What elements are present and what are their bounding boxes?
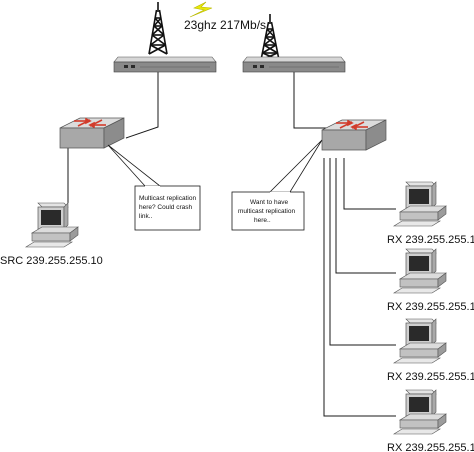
src-label: SRC 239.255.255.10 — [0, 255, 103, 267]
connection-lines — [67, 71, 396, 417]
desktop-computer-icon — [393, 389, 447, 435]
callout-left-line-2: here? Could crash — [139, 204, 192, 211]
link-switch-right-to-rx-1 — [343, 158, 396, 210]
callout-right-line-1: Want to have — [250, 199, 288, 206]
radio-tower-icon — [148, 2, 168, 55]
link-label: 23ghz 217Mb/s — [184, 18, 266, 32]
link-radio-left-to-switch-left — [125, 71, 159, 139]
callout-left-line-1: Multicast replication — [139, 195, 196, 202]
rx-label-1: RX 239.255.255.10 — [387, 234, 474, 246]
lightning-icon — [189, 1, 213, 18]
desktop-computer-icon — [393, 248, 447, 294]
rx-label-4: RX 239.255.255.10 — [387, 442, 474, 452]
radio-tower-icon — [260, 14, 280, 61]
callout-right: Want to have multicast replication here.… — [231, 139, 323, 231]
link-switch-right-to-rx-4 — [323, 158, 396, 417]
callout-right-line-3: here.. — [254, 217, 271, 224]
link-switch-right-to-rx-3 — [329, 158, 396, 346]
rx-label-3: RX 239.255.255.10 — [387, 371, 474, 383]
desktop-computer-icon — [393, 181, 447, 227]
desktop-computer-icon — [25, 202, 79, 248]
callout-right-line-2: multicast replication — [238, 208, 295, 215]
callout-left: Multicast replication here? Could crash … — [107, 144, 201, 231]
desktop-computer-icon — [393, 318, 447, 364]
link-radio-right-to-switch-right — [293, 71, 330, 129]
callout-left-line-3: link.. — [139, 213, 153, 220]
link-switch-right-to-rx-2 — [335, 158, 396, 274]
network-switch-icon — [321, 119, 387, 151]
radio-unit-icon — [242, 56, 346, 73]
radio-unit-icon — [113, 56, 217, 73]
network-switch-icon — [59, 117, 125, 149]
rx-label-2: RX 239.255.255.10 — [387, 301, 474, 313]
